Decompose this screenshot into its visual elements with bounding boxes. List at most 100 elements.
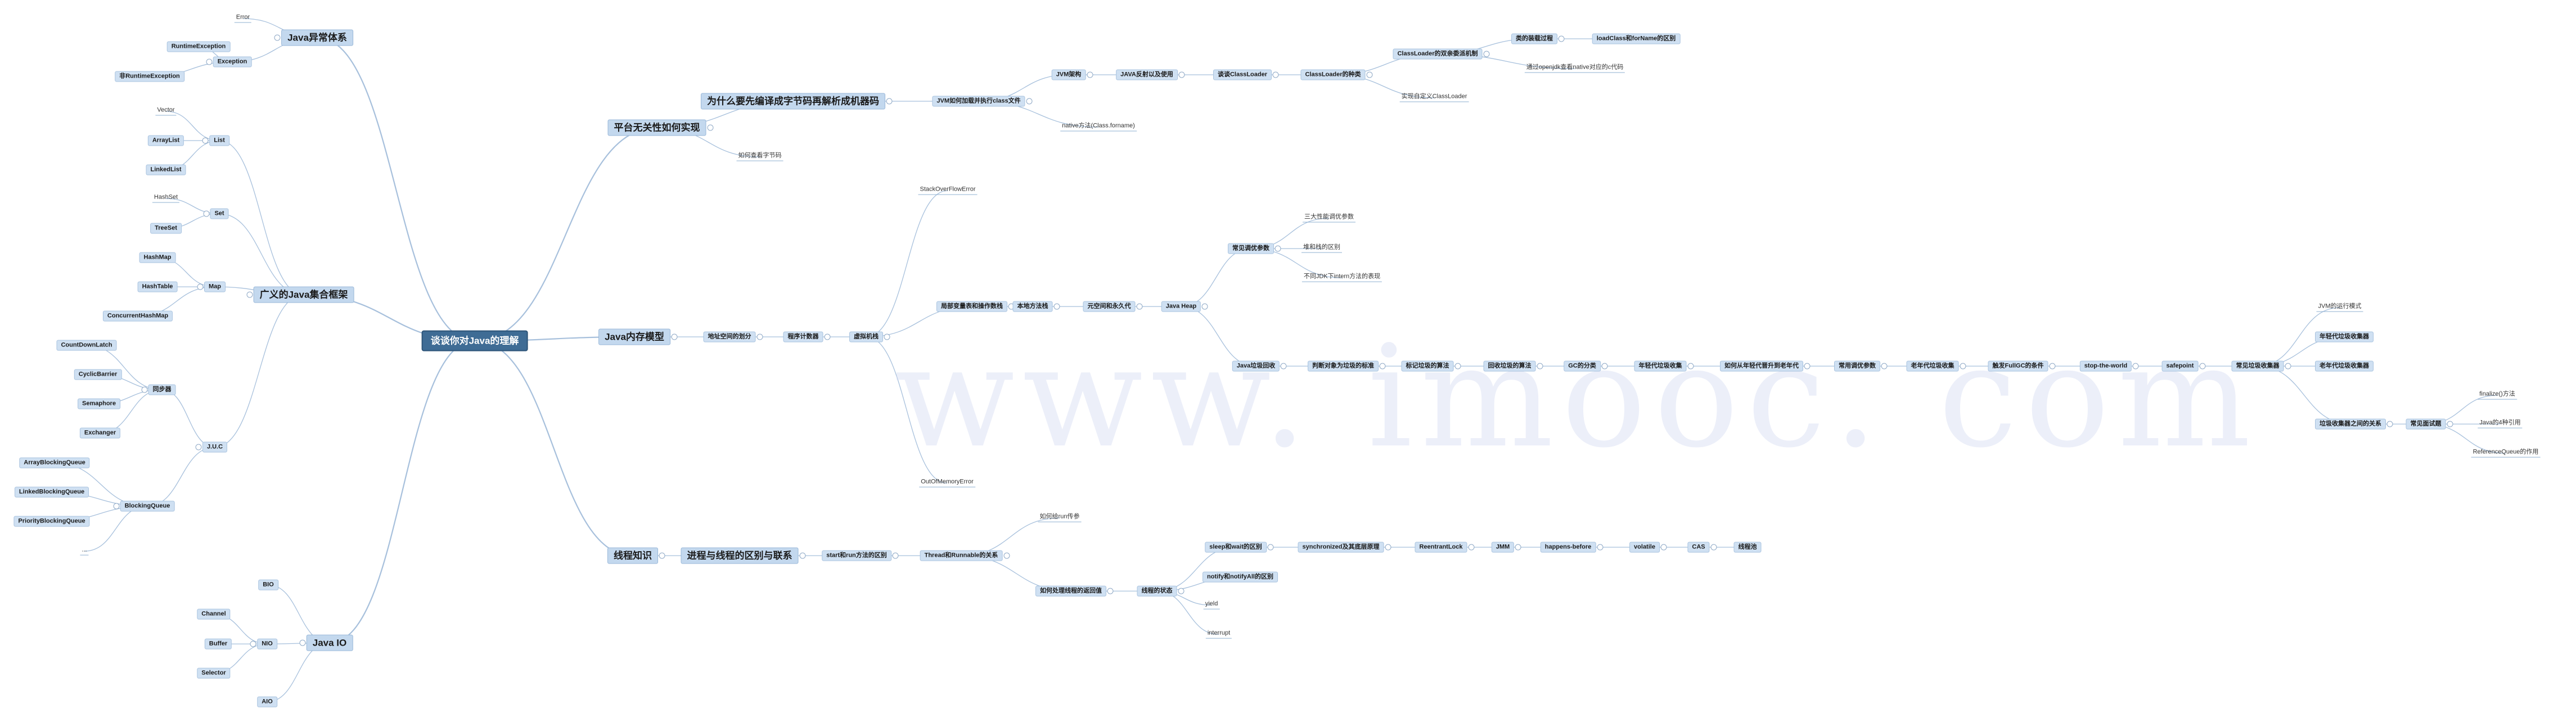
collapse-toggle-native2[interactable] [1053, 303, 1060, 310]
collapse-toggle-bq[interactable] [113, 503, 119, 510]
node-plat[interactable]: 平台无关性如何实现 [607, 119, 706, 136]
node-dots[interactable]: ... [80, 547, 89, 556]
collapse-toggle-addr[interactable] [756, 334, 763, 340]
node-state[interactable]: 如何处理线程的返回值 [1035, 585, 1106, 597]
node-why[interactable]: 为什么要先编译成字节码再解析成机器码 [701, 93, 885, 110]
node-customcl[interactable]: 实现自定义ClassLoader [1399, 93, 1469, 102]
node-loadcls[interactable]: loadClass和forName的区别 [1592, 33, 1681, 44]
node-three[interactable]: 三大性能调优参数 [1303, 214, 1355, 223]
node-aio[interactable]: AIO [257, 696, 277, 708]
collapse-toggle-collectors[interactable] [2285, 363, 2291, 369]
collapse-toggle-heap[interactable] [1201, 303, 1208, 310]
node-arraylist[interactable]: ArrayList [147, 135, 184, 146]
collapse-toggle-parent[interactable] [1483, 51, 1489, 57]
node-threadstate[interactable]: 线程的状态 [1137, 585, 1177, 597]
collapse-toggle-sync[interactable] [141, 386, 147, 393]
collapse-toggle-reentrant[interactable] [1468, 544, 1474, 551]
node-young[interactable]: 年轻代垃圾收集 [1634, 360, 1687, 372]
node-local[interactable]: 局部变量表和操作数栈 [936, 301, 1007, 312]
node-hashtable[interactable]: HashTable [137, 281, 178, 292]
collapse-toggle-collect[interactable] [1537, 363, 1543, 369]
collapse-toggle-map[interactable] [197, 283, 204, 290]
collapse-toggle-jmm[interactable] [1515, 544, 1521, 551]
node-bq[interactable]: BlockingQueue [120, 501, 175, 512]
node-heap[interactable]: Java Heap [1161, 301, 1201, 312]
node-heapstack[interactable]: 堆和栈的区别 [1301, 244, 1342, 253]
collapse-toggle-hb[interactable] [1597, 544, 1603, 551]
node-jvmarch[interactable]: JVM架构 [1051, 69, 1086, 80]
node-addr[interactable]: 地址空间的划分 [703, 331, 756, 343]
node-cl[interactable]: 谈谈ClassLoader [1213, 69, 1272, 80]
node-oldgc[interactable]: 老年代垃圾收集器 [2315, 360, 2374, 372]
node-list[interactable]: List [209, 135, 229, 146]
node-map[interactable]: Map [204, 281, 226, 292]
collapse-toggle-prog[interactable] [824, 334, 830, 340]
collapse-toggle-reflect[interactable] [1178, 71, 1185, 78]
collapse-toggle-marker[interactable] [1454, 363, 1461, 369]
collapse-toggle-io[interactable] [299, 639, 305, 646]
node-exception[interactable]: Exception [213, 56, 252, 67]
node-bytecode[interactable]: 如何查看字节码 [736, 152, 783, 161]
collapse-toggle-juc[interactable] [195, 444, 202, 450]
node-bio[interactable]: BIO [258, 579, 278, 591]
collapse-toggle-gc[interactable] [1280, 363, 1287, 369]
node-center[interactable]: 谈谈你对Java的理解 [421, 330, 528, 352]
node-vector[interactable]: Vector [155, 107, 177, 116]
node-thread[interactable]: 线程知识 [607, 547, 658, 564]
collapse-toggle-cas[interactable] [1710, 544, 1717, 551]
node-vmstack[interactable]: 虚拟机栈 [849, 331, 883, 343]
collapse-toggle-safepoint[interactable] [2199, 363, 2205, 369]
collapse-toggle-judge[interactable] [1379, 363, 1386, 369]
node-juc[interactable]: J.U.C [202, 441, 228, 453]
node-nio[interactable]: NIO [257, 638, 277, 650]
node-native2[interactable]: 本地方法栈 [1012, 301, 1053, 312]
node-prog[interactable]: 程序计数器 [783, 331, 823, 343]
collapse-toggle-young[interactable] [1687, 363, 1694, 369]
node-clkind[interactable]: ClassLoader的种类 [1300, 69, 1366, 80]
node-retval[interactable]: 如何给run传参 [1038, 513, 1082, 522]
node-abq[interactable]: ArrayBlockingQueue [19, 457, 90, 468]
collapse-toggle-procthread[interactable] [799, 552, 805, 559]
node-openjdk[interactable]: 通过openjdk查看native对应的c代码 [1524, 64, 1625, 73]
collapse-toggle-exception[interactable] [206, 58, 212, 65]
node-buffer[interactable]: Buffer [204, 638, 232, 650]
collapse-toggle-list[interactable] [202, 137, 209, 144]
node-old[interactable]: 老年代垃圾收集 [1906, 360, 1959, 372]
collapse-toggle-vmstack[interactable] [884, 334, 890, 340]
collapse-toggle-synch[interactable] [1385, 544, 1391, 551]
node-hashmap[interactable]: HashMap [139, 252, 176, 263]
node-mem[interactable]: Java内存模型 [598, 328, 670, 345]
node-cb[interactable]: CyclicBarrier [74, 369, 122, 380]
node-collectors[interactable]: 常见垃圾收集器 [2231, 360, 2284, 372]
node-tune[interactable]: 常见调优参数 [1228, 243, 1274, 254]
node-chm[interactable]: ConcurrentHashMap [102, 310, 173, 322]
node-treeset[interactable]: TreeSet [150, 223, 182, 234]
node-collect[interactable]: 回收垃圾的算法 [1483, 360, 1536, 372]
node-interrupt[interactable]: interrupt [1205, 630, 1232, 639]
node-relation[interactable]: 垃圾收集器之间的关系 [2315, 418, 2386, 430]
node-cas[interactable]: CAS [1687, 542, 1710, 553]
node-younggc[interactable]: 年轻代垃圾收集器 [2315, 331, 2374, 343]
collapse-toggle-sleepwait[interactable] [1267, 544, 1274, 551]
node-set[interactable]: Set [210, 208, 229, 219]
collapse-toggle-commonparam[interactable] [1881, 363, 1888, 369]
collapse-toggle-thread[interactable] [659, 552, 665, 559]
collapse-toggle-cl[interactable] [1272, 71, 1279, 78]
collapse-toggle-relation[interactable] [2386, 421, 2393, 427]
node-hb[interactable]: happens-before [1540, 542, 1596, 553]
node-gc[interactable]: Java垃圾回收 [1232, 360, 1280, 372]
collapse-toggle-howjvm[interactable] [1026, 98, 1032, 105]
collapse-toggle-clkind[interactable] [1366, 71, 1372, 78]
node-judge[interactable]: 判断对象为垃圾的标准 [1308, 360, 1379, 372]
collapse-toggle-mem[interactable] [671, 334, 678, 340]
node-notify[interactable]: notify和notifyAll的区别 [1203, 571, 1278, 583]
node-gcclass[interactable]: GC的分类 [1564, 360, 1601, 372]
node-yield[interactable]: yield [1203, 601, 1220, 610]
node-exc[interactable]: Java异常体系 [281, 29, 353, 46]
node-startrun[interactable]: start和run方法的区别 [822, 550, 891, 561]
collapse-toggle-meta[interactable] [1136, 303, 1142, 310]
node-coll[interactable]: 广义的Java集合框架 [253, 286, 354, 303]
node-oom[interactable]: OutOfMemoryError [919, 479, 975, 488]
node-commonparam[interactable]: 常用调优参数 [1834, 360, 1880, 372]
node-volatile[interactable]: volatile [1629, 542, 1660, 553]
